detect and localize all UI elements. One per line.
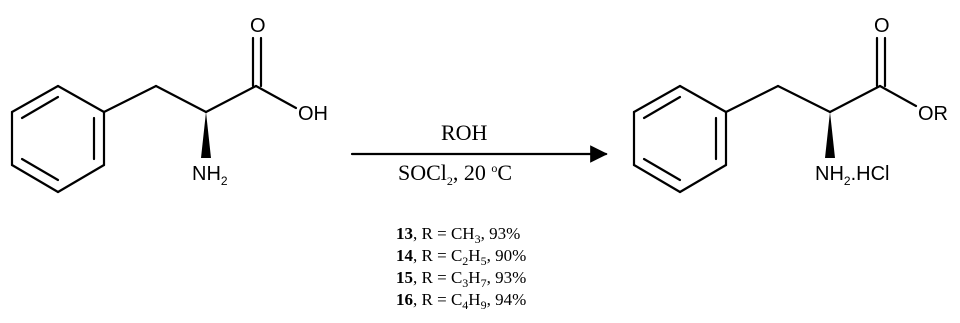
reagent-bottom-label: SOCl2, 20 oC <box>398 160 512 188</box>
reactant-amine-sub: 2 <box>221 174 228 188</box>
reactant-amine-label: NH2 <box>192 163 228 188</box>
product-bond-calpha-carbonyl <box>828 84 882 114</box>
reactant-bond-calpha-carbonyl <box>204 84 258 114</box>
product-bond-ch2-calpha <box>776 84 832 114</box>
product-benzene-ring <box>632 84 728 194</box>
product-salt-label: .HCl <box>851 163 890 185</box>
reagent-top-label: ROH <box>441 120 488 145</box>
reagent-socl-sub: 2 <box>447 174 453 188</box>
product-yield-list: 13, R = CH3, 93% 14, R = C2H5, 90% 15, R… <box>396 224 526 312</box>
reactant-amine-main: NH <box>192 163 221 185</box>
product-row-14: 14, R = C2H5, 90% <box>396 246 526 268</box>
product-row-16: 16, R = C4H9, 94% <box>396 290 526 312</box>
product-bond-c-or <box>878 84 918 108</box>
reactant-wedge-bond <box>201 112 211 158</box>
reactant-bond-ring-ch2 <box>102 84 158 114</box>
product-oxygen-label: O <box>874 15 890 37</box>
reactant-bond-c-oh <box>254 84 298 110</box>
reactant-benzene-ring <box>10 84 106 194</box>
product-ester-label: OR <box>918 103 948 125</box>
product-row-15: 15, R = C3H7, 93% <box>396 268 526 290</box>
product-bond-ring-ch2 <box>724 84 780 114</box>
reactant-bond-ch2-calpha <box>154 84 208 114</box>
reagent-temp: , 20 <box>453 160 492 185</box>
reactant-structure: O OH NH2 <box>10 15 328 194</box>
reagent-temp-unit: C <box>497 160 512 185</box>
product-structure: O OR NH2.HCl <box>632 15 948 194</box>
product-row-13: 13, R = CH3, 93% <box>396 224 520 246</box>
reagent-socl: SOCl <box>398 160 447 185</box>
reactant-hydroxyl-label: OH <box>298 103 328 125</box>
reagent-temp-sup: o <box>491 161 497 175</box>
product-amine-label: NH2.HCl <box>815 163 889 188</box>
product-amine-sub: 2 <box>844 174 851 188</box>
product-amine-main: NH <box>815 163 844 185</box>
reactant-oxygen-label: O <box>250 15 266 37</box>
product-wedge-bond <box>825 112 835 158</box>
reaction-arrow-group: ROH SOCl2, 20 oC <box>350 120 608 188</box>
